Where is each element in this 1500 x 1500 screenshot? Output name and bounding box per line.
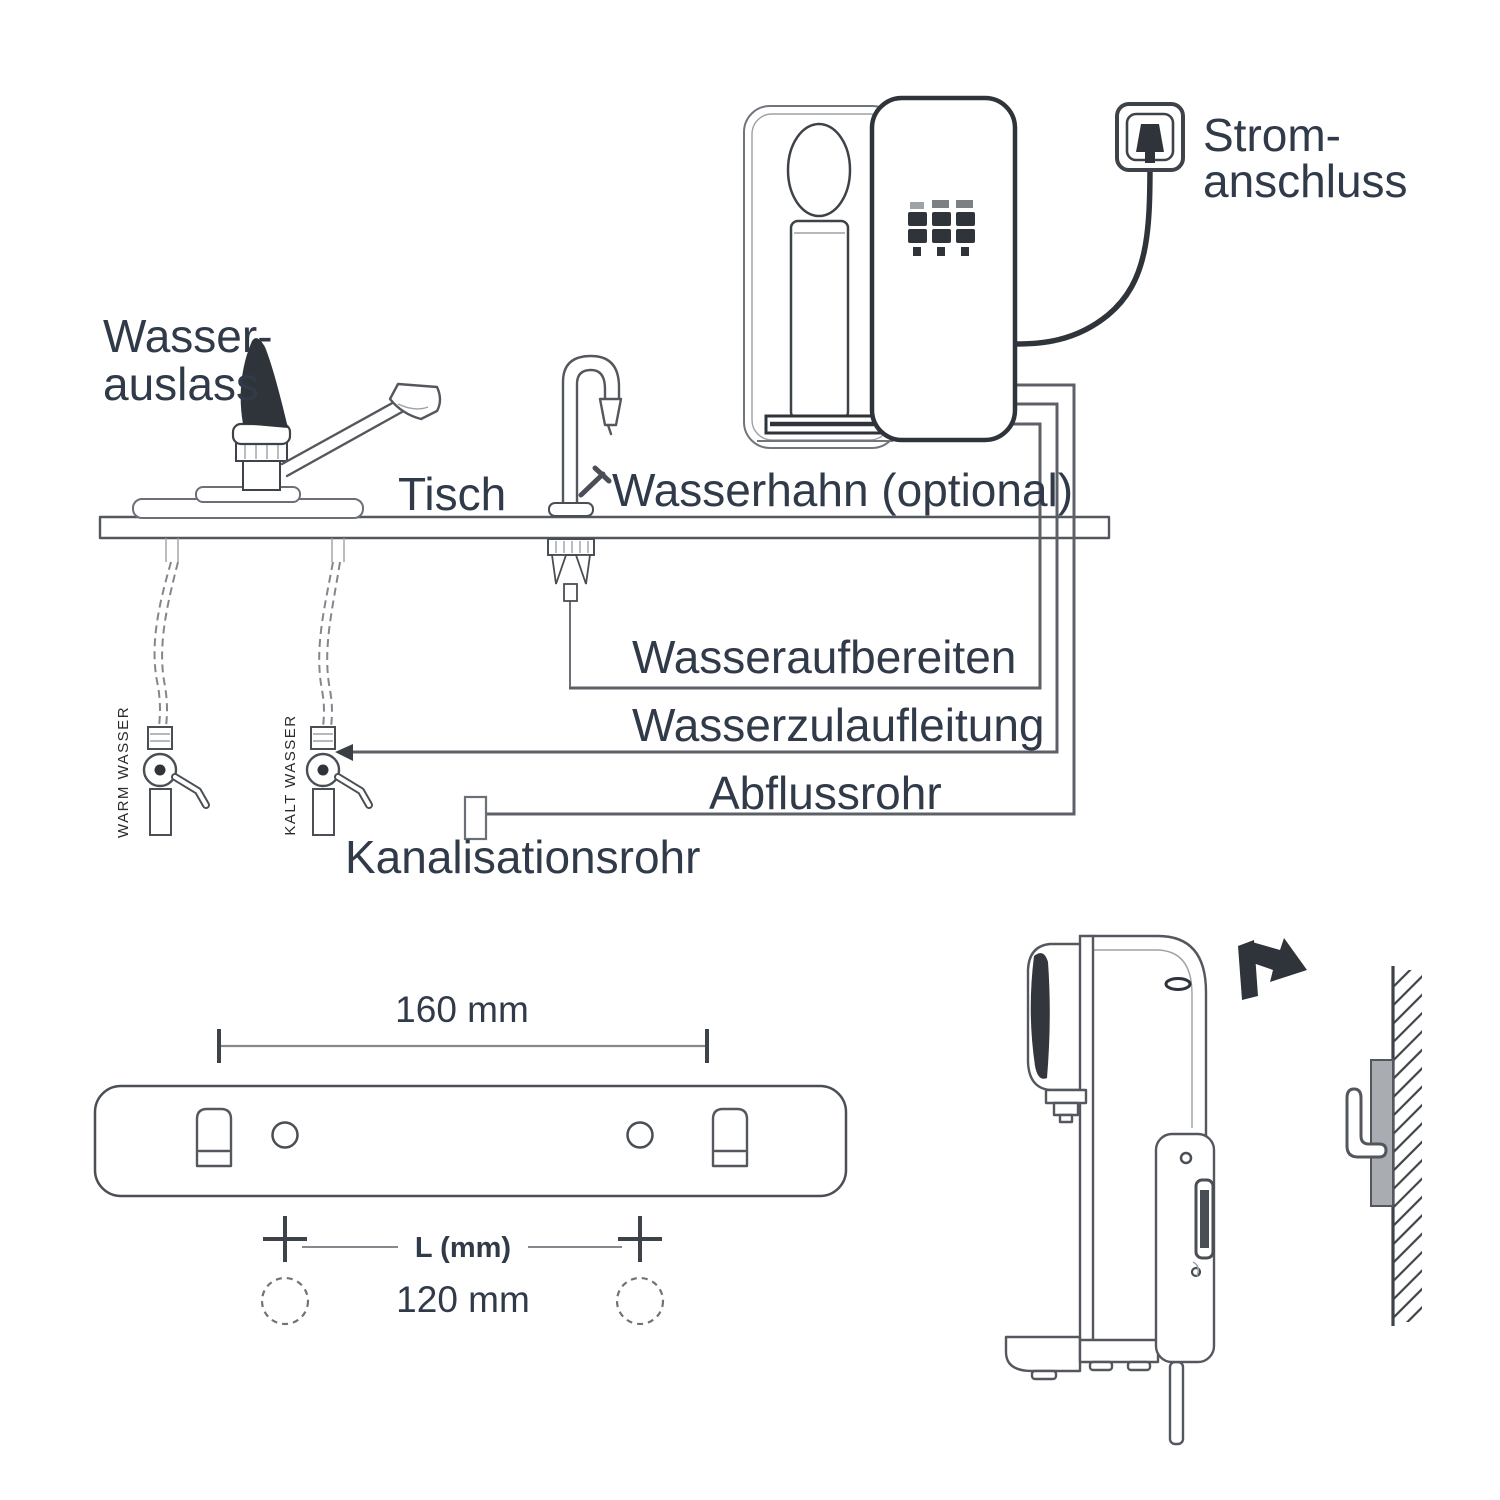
sewer-pipe-stub xyxy=(463,795,488,841)
power-cord xyxy=(1013,159,1153,347)
water-outlet-label-line2: auslass xyxy=(103,358,259,410)
hole-distance-label: L (mm) xyxy=(415,1232,511,1264)
device-front-view xyxy=(743,95,1153,449)
dispenser-column xyxy=(789,219,850,421)
water-supply-label: Wasserzulaufleitung xyxy=(632,699,1045,751)
pipe-outlet xyxy=(1168,1360,1185,1446)
water-supply-pipe xyxy=(350,402,1059,754)
device-side-view xyxy=(1004,934,1216,1446)
wall-hook xyxy=(1345,1087,1388,1159)
power-outlet-icon xyxy=(1115,102,1185,172)
supply-hoses xyxy=(153,561,341,728)
wall-with-bracket xyxy=(1345,966,1422,1326)
bracket-slot-left xyxy=(195,1107,233,1168)
supply-connector xyxy=(335,744,353,761)
wall-bracket xyxy=(1370,1059,1394,1207)
diagram-labels: Strom- anschluss Wasser- auslass Tisch W… xyxy=(103,109,1408,1320)
warm-water-valve xyxy=(142,726,210,836)
warm-water-label: WARM WASSER xyxy=(115,706,132,838)
faucet-nozzle xyxy=(598,397,623,427)
drain-pipe-label: Abflussrohr xyxy=(709,767,942,819)
treated-water-label: Wasseraufbereiten xyxy=(632,631,1016,683)
table-surface xyxy=(98,515,1111,540)
bracket-hole-right xyxy=(626,1121,654,1149)
drain-pipe xyxy=(487,383,1076,816)
faucet-spout xyxy=(280,399,398,466)
optional-faucet xyxy=(547,354,623,687)
cold-water-valve xyxy=(305,726,373,836)
bracket-plate xyxy=(93,1084,848,1198)
control-buttons xyxy=(908,200,975,256)
power-label-line2: anschluss xyxy=(1203,155,1408,207)
plug-icon xyxy=(1136,124,1164,152)
bracket-slot-right xyxy=(711,1107,749,1168)
sewer-pipe-label: Kanalisationsrohr xyxy=(345,831,700,883)
cold-water-label: KALT WASSER xyxy=(282,714,299,835)
drill-mark-right xyxy=(615,1216,665,1326)
mount-arrow-icon xyxy=(1238,938,1307,1000)
mounting-template xyxy=(93,1029,848,1326)
hole-distance-value: 120 mm xyxy=(396,1279,530,1320)
treated-water-pipe xyxy=(569,422,1042,690)
table-label: Tisch xyxy=(398,468,506,520)
dispenser-recess xyxy=(786,122,852,218)
hook-distance-label: 160 mm xyxy=(395,989,529,1030)
bracket-hole-left xyxy=(271,1121,299,1149)
side-spout xyxy=(1044,1088,1088,1105)
side-handle-cutout xyxy=(1164,977,1192,991)
drill-mark-left xyxy=(260,1216,310,1326)
faucet-handle xyxy=(240,338,288,428)
spout-head xyxy=(388,382,442,421)
optional-faucet-label: Wasserhahn (optional) xyxy=(612,464,1073,516)
side-screen xyxy=(1030,953,1050,1079)
kitchen-faucet xyxy=(132,338,442,562)
pipe-lines xyxy=(335,383,1076,841)
control-panel xyxy=(869,95,1018,443)
faucet-tap-handle xyxy=(578,471,606,498)
water-outlet-label-line1: Wasser- xyxy=(103,310,273,362)
power-label-line1: Strom- xyxy=(1203,109,1341,161)
